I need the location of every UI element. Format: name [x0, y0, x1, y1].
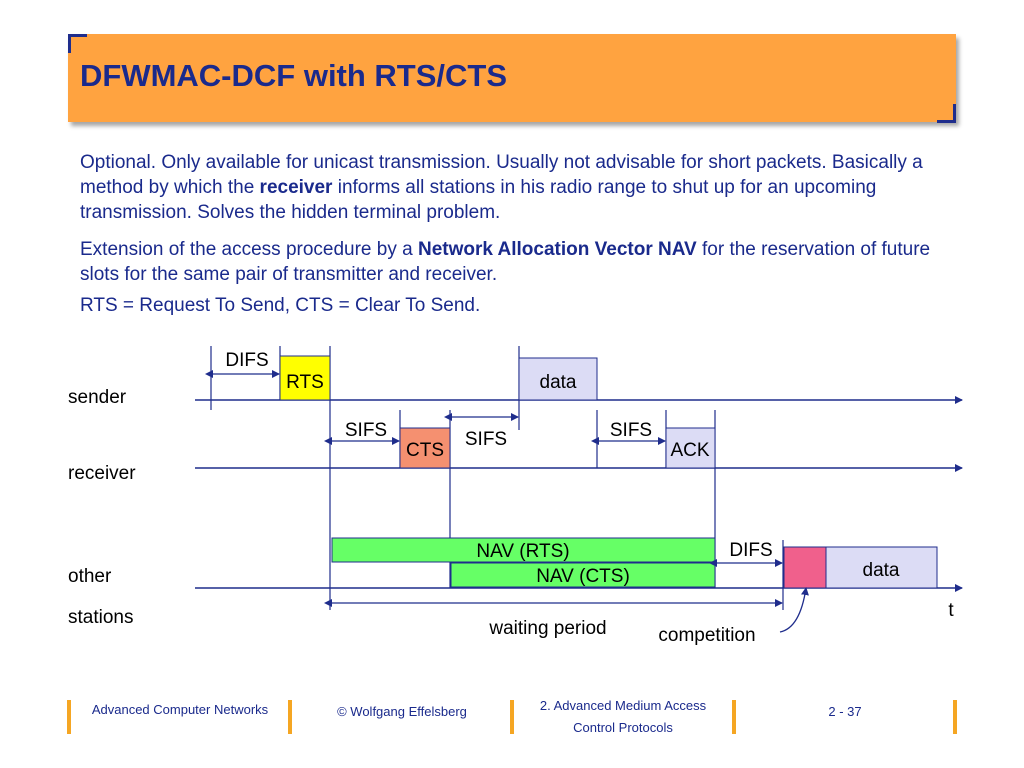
ack-frame	[665, 427, 716, 469]
footer-chapter: 2. Advanced Medium Access Control Protoc…	[518, 695, 728, 739]
paragraph-text: Extension of the access procedure by a	[80, 239, 418, 260]
competition-label: competition	[658, 625, 755, 646]
nav-rts-bar	[331, 537, 716, 563]
paragraph-text: informs all stations in his radio range …	[80, 177, 877, 223]
cts-frame	[399, 427, 451, 469]
sifs-label: SIFS	[610, 420, 652, 441]
paragraph-text: for the reservation of future slots for …	[80, 239, 931, 285]
row-label-other: other	[68, 566, 112, 587]
contention-window	[783, 546, 827, 589]
footer-divider	[67, 700, 71, 734]
row-label-stations: stations	[68, 607, 133, 628]
emphasis-nav: Network Allocation Vector NAV	[417, 239, 697, 260]
rts-frame	[279, 355, 331, 401]
title-corner-decoration	[68, 34, 87, 53]
other-data-label: data	[863, 560, 900, 581]
footer-page-number: 2 - 37	[828, 704, 862, 719]
paragraph-nav: Extension of the access procedure by a N…	[80, 237, 940, 287]
ack-label: ACK	[670, 440, 709, 461]
nav-cts-bar	[450, 562, 716, 588]
other-data-frame	[825, 546, 938, 589]
waiting-period-label: waiting period	[488, 618, 606, 639]
footer-divider	[510, 700, 514, 734]
footer-divider	[953, 700, 957, 734]
cts-label: CTS	[406, 440, 444, 461]
sifs-label: SIFS	[465, 429, 507, 450]
row-label-sender: sender	[68, 387, 127, 408]
paragraph-text: Optional. Only available for unicast tra…	[80, 152, 923, 198]
footer-divider	[288, 700, 292, 734]
rts-label: RTS	[286, 372, 324, 393]
paragraph-abbreviations: RTS = Request To Send, CTS = Clear To Se…	[80, 295, 481, 316]
row-label-receiver: receiver	[68, 463, 136, 484]
nav-rts-label: NAV (RTS)	[476, 541, 569, 562]
footer-chapter-line: Control Protocols	[573, 720, 673, 735]
sifs-label: SIFS	[345, 420, 387, 441]
difs-label: DIFS	[225, 350, 268, 371]
paragraph-optional: Optional. Only available for unicast tra…	[80, 150, 940, 225]
data-frame	[518, 357, 598, 401]
data-label: data	[540, 372, 577, 393]
footer-course: Advanced Computer Networks	[91, 702, 269, 717]
difs-label: DIFS	[729, 540, 772, 561]
title-corner-decoration	[937, 104, 956, 123]
footer-divider	[732, 700, 736, 734]
nav-cts-label: NAV (CTS)	[536, 566, 630, 587]
emphasis-receiver: receiver	[259, 177, 333, 198]
time-axis-label: t	[948, 600, 954, 621]
footer-chapter-line: 2. Advanced Medium Access	[539, 698, 707, 713]
competition-arrow	[779, 587, 809, 633]
slide-title: DFWMAC-DCF with RTS/CTS	[80, 58, 508, 93]
footer-author: © Wolfgang Effelsberg	[337, 704, 467, 719]
title-bar	[68, 34, 956, 122]
